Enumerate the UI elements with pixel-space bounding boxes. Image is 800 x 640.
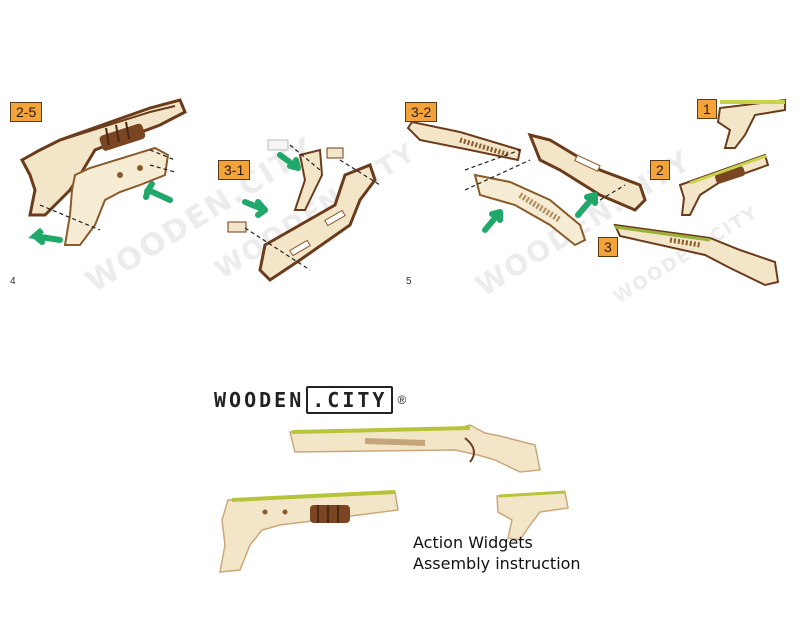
step-5-illustration	[406, 98, 786, 287]
step-number-5: 5	[406, 276, 412, 287]
product-rifle	[289, 424, 541, 473]
caption: Action Widgets Assembly instruction	[413, 532, 581, 574]
brand-logo: WOODEN .CITY ®	[214, 385, 406, 415]
step-tag-3: 3	[598, 237, 618, 257]
step-4-illustration	[19, 98, 381, 282]
logo-text: WOODEN	[214, 388, 305, 412]
product-shotgun	[219, 490, 399, 573]
finished-pistol	[716, 98, 786, 149]
finished-shotgun	[678, 153, 770, 216]
caption-title: Action Widgets	[413, 533, 533, 552]
step-tag-2: 2	[650, 160, 670, 180]
registered-mark: ®	[397, 393, 407, 407]
step-tag-1: 1	[697, 99, 717, 119]
step-tag-2-5: 2-5	[10, 102, 43, 122]
rifle-stock-assembly	[406, 120, 647, 247]
stock-parts-3-1	[227, 139, 381, 282]
logo-box-text: .CITY	[306, 386, 394, 414]
pistol-assembly	[19, 98, 187, 246]
finished-rifle	[613, 223, 780, 287]
step-tag-3-2: 3-2	[405, 102, 438, 122]
step-number-4: 4	[10, 276, 16, 287]
caption-subtitle: Assembly instruction	[413, 554, 581, 573]
step-tag-3-1: 3-1	[218, 160, 251, 180]
